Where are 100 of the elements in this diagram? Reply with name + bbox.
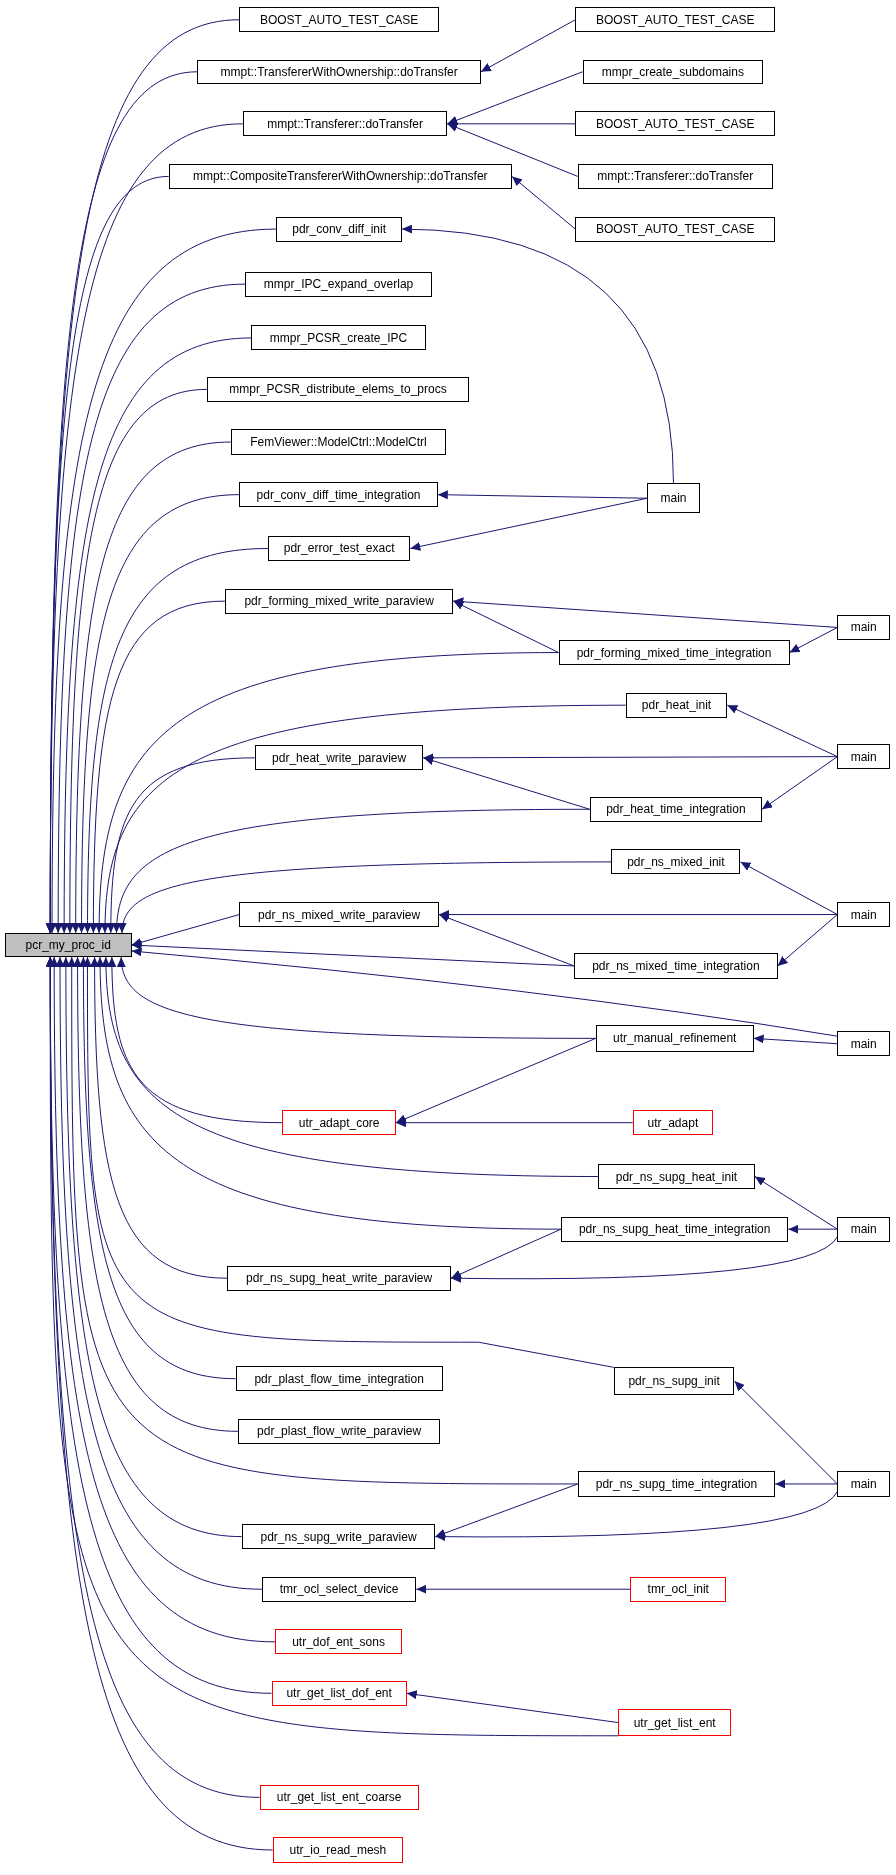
function-box: BOOST_AUTO_TEST_CASE (239, 7, 439, 33)
function-box: mmpt::CompositeTransfererWithOwnership::doTransfer (168, 163, 512, 189)
call-arrow (434, 1483, 579, 1538)
function-box: utr_dof_ent_sons (275, 1629, 402, 1655)
function-box: utr_io_read_mesh (272, 1837, 404, 1863)
call-arrow (95, 956, 562, 1230)
function-box: mmpt::TransfererWithOwnership::doTransfer (197, 59, 481, 84)
function-box: utr_get_list_ent (618, 1709, 731, 1736)
function-box: pcr_my_proc_id (4, 933, 132, 957)
function-box: mmpt::Transferer::doTransfer (577, 163, 773, 189)
function-box: FemViewer::ModelCtrl::ModelCtrl (230, 429, 447, 455)
function-box: main (837, 614, 890, 640)
function-box: pdr_ns_mixed_time_integration (574, 953, 778, 979)
function-box: main (837, 744, 890, 770)
call-arrow (45, 956, 619, 1737)
function-box: pdr_error_test_exact (267, 535, 411, 562)
function-box: pdr_ns_mixed_write_paraview (239, 901, 439, 928)
call-arrow (434, 1491, 838, 1542)
call-arrow (452, 597, 838, 628)
call-arrow (71, 441, 232, 934)
call-arrow (395, 1037, 597, 1124)
call-arrow (423, 753, 838, 763)
function-box: BOOST_AUTO_TEST_CASE (575, 216, 776, 242)
call-arrow (415, 1584, 631, 1594)
function-box: pdr_ns_supg_init (613, 1367, 735, 1395)
call-arrow (77, 494, 240, 934)
function-box: tmr_ocl_init (630, 1576, 727, 1602)
call-arrow (88, 600, 226, 934)
call-arrow (406, 1690, 619, 1724)
call-arrow (740, 861, 838, 916)
call-arrow (726, 704, 838, 758)
call-arrow (438, 910, 838, 920)
call-arrow (45, 175, 170, 934)
call-arrow (79, 956, 237, 1380)
call-arrow (67, 956, 579, 1485)
function-box: mmpr_PCSR_create_IPC (251, 325, 426, 351)
function-box: BOOST_AUTO_TEST_CASE (575, 111, 776, 137)
call-arrow (65, 388, 208, 934)
call-arrow (131, 947, 838, 1037)
function-box: mmpr_PCSR_distribute_elems_to_procs (206, 376, 469, 402)
function-box: pdr_ns_supg_time_integration (577, 1471, 776, 1497)
call-arrow (73, 956, 239, 1432)
function-box: mmpr_IPC_expand_overlap (245, 271, 432, 297)
function-box: mmpt::Transferer::doTransfer (242, 111, 448, 137)
function-box: main (837, 1216, 890, 1242)
function-box: main (837, 1031, 890, 1057)
call-arrow (83, 956, 615, 1368)
function-box: pdr_conv_diff_time_integration (239, 482, 438, 508)
call-arrow (789, 626, 838, 654)
call-arrow (452, 600, 560, 654)
call-arrow (777, 914, 838, 967)
function-box: pdr_ns_supg_heat_init (598, 1163, 755, 1190)
call-arrow (423, 756, 591, 810)
function-box: pdr_conv_diff_init (276, 216, 402, 242)
call-arrow (446, 123, 579, 177)
function-box: pdr_ns_supg_heat_time_integration (561, 1216, 789, 1242)
call-arrow (787, 1224, 838, 1234)
call-arrow (480, 19, 576, 73)
call-arrow (446, 71, 584, 125)
function-box: pdr_plast_flow_write_paraview (238, 1418, 441, 1444)
call-arrow (753, 1034, 838, 1045)
call-arrow (90, 956, 228, 1279)
call-arrow (754, 1176, 838, 1230)
call-arrow (94, 652, 560, 934)
function-box: pdr_plast_flow_time_integration (235, 1366, 443, 1392)
function-box: main (837, 1471, 890, 1497)
call-arrow (131, 941, 575, 967)
call-arrow (450, 1228, 562, 1279)
call-arrow (395, 1118, 634, 1128)
function-box: mmpr_create_subdomains (582, 59, 764, 84)
call-arrow (100, 704, 627, 934)
call-arrow (774, 1479, 838, 1489)
call-arrow (401, 225, 674, 484)
call-arrow (101, 956, 599, 1177)
function-box: pdr_forming_mixed_time_integration (558, 640, 790, 666)
function-box: pdr_ns_mixed_init (611, 849, 741, 875)
call-arrow (117, 956, 597, 1039)
call-arrow (106, 757, 256, 934)
call-arrow (118, 861, 612, 934)
call-arrow (409, 497, 648, 551)
function-box: utr_get_list_dof_ent (271, 1680, 407, 1706)
function-box: pdr_heat_time_integration (589, 796, 762, 822)
function-box: pdr_heat_init (625, 692, 728, 718)
function-box: utr_get_list_ent_coarse (259, 1784, 419, 1810)
function-box: pdr_forming_mixed_write_paraview (224, 588, 454, 614)
function-box: BOOST_AUTO_TEST_CASE (575, 7, 776, 33)
call-arrow (112, 808, 591, 934)
call-arrow (55, 956, 263, 1590)
call-arrow (511, 175, 576, 230)
function-box: pdr_ns_supg_write_paraview (241, 1524, 436, 1550)
function-box: main (837, 901, 890, 928)
call-arrow (131, 914, 240, 947)
function-box: pdr_ns_supg_heat_write_paraview (227, 1265, 451, 1291)
call-arrow (761, 756, 838, 810)
call-arrow (61, 956, 243, 1538)
function-box: tmr_ocl_select_device (261, 1576, 417, 1602)
function-box: main (647, 483, 700, 514)
function-box: pdr_heat_write_paraview (254, 745, 424, 771)
function-box: utr_adapt_core (282, 1110, 396, 1136)
function-box: utr_manual_refinement (595, 1025, 754, 1052)
